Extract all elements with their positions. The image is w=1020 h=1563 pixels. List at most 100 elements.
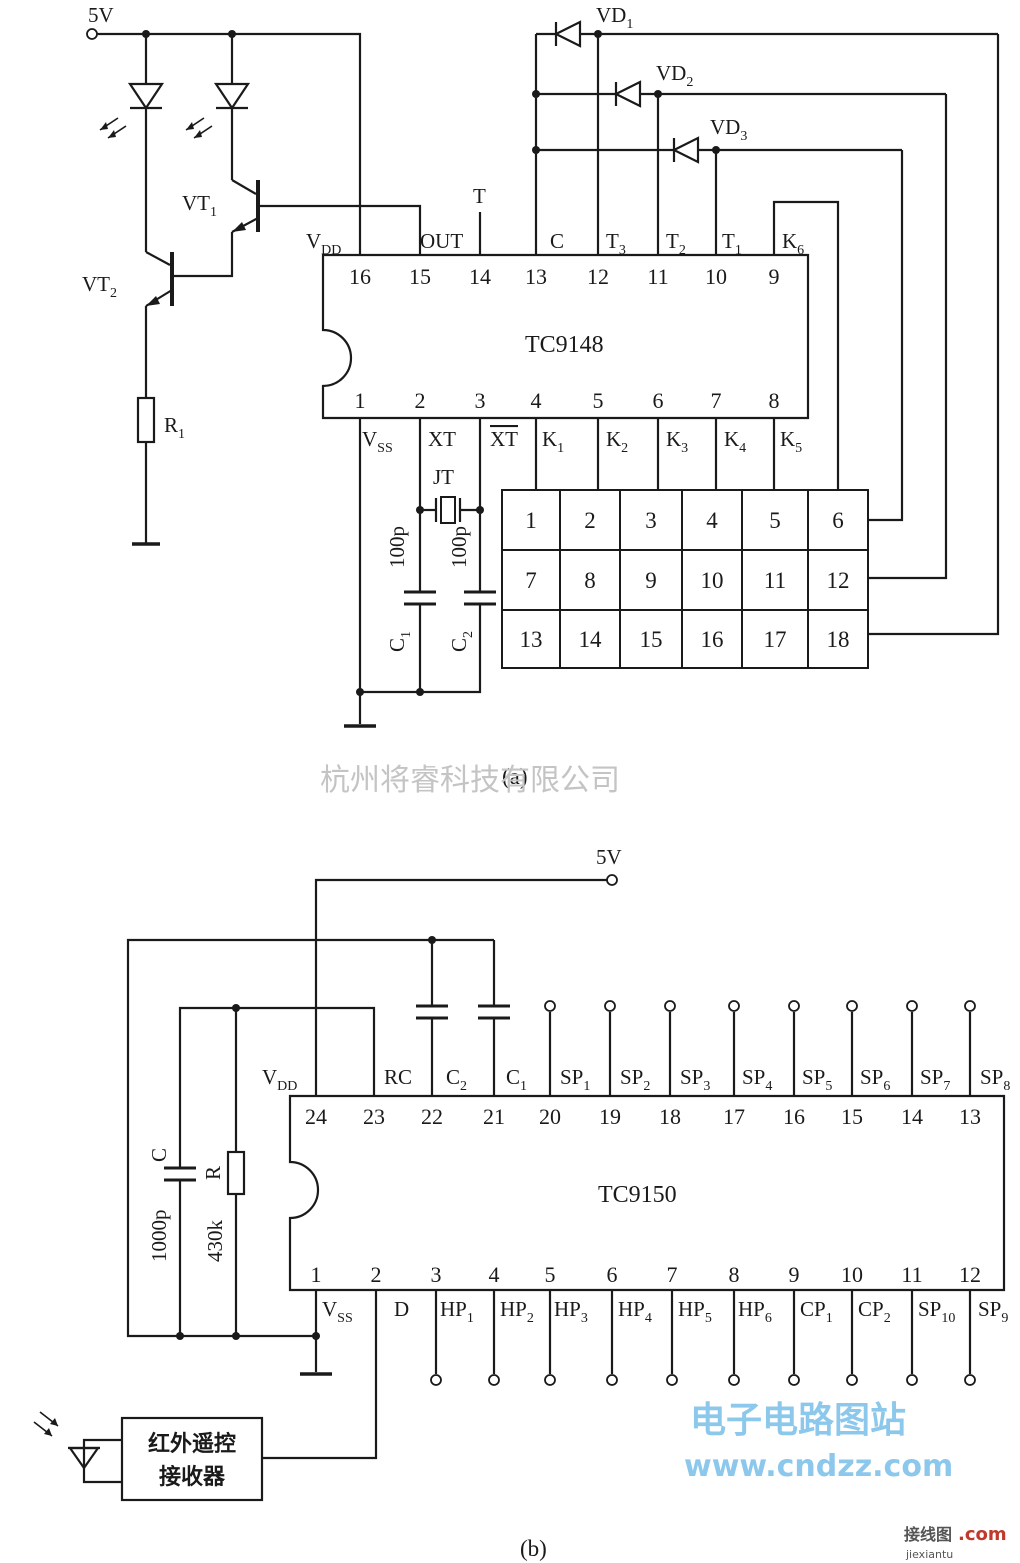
c-timing-label: C: [147, 1148, 171, 1162]
keypad-key: 6: [807, 489, 869, 551]
chip-a-pin-number: 4: [531, 388, 542, 413]
chip-a-top-pin-label: T2: [666, 229, 686, 258]
chip-b-top-pin-label: SP4: [742, 1065, 772, 1094]
chip-b-bottom-pin-label: SP9: [978, 1297, 1008, 1326]
chip-b-top-pin-label: SP1: [560, 1065, 590, 1094]
chip-b-pin-number: 24: [305, 1104, 327, 1129]
vd3-label: VD3: [710, 115, 747, 144]
led-2-icon: [185, 34, 251, 139]
figure-a: 5V VT2 R1: [82, 3, 1000, 789]
watermark-corner-url: jiexiantu: [905, 1548, 953, 1561]
chip-b-pin-number: 16: [783, 1104, 805, 1129]
supply-terminal-a: [86, 28, 98, 40]
watermark-site-url: www.cndzz.com: [684, 1449, 953, 1484]
chip-a-bottom-pin-label: K4: [724, 427, 746, 456]
keypad-key: 3: [619, 489, 683, 551]
output-terminal: [430, 1374, 442, 1386]
chip-b-pin-number: 1: [311, 1262, 322, 1287]
chip-b-top-pin-label: C2: [446, 1065, 467, 1094]
led-1-icon: [99, 34, 165, 139]
chip-a-bottom-pin-label: XT: [428, 427, 456, 451]
c2-value: 100p: [447, 526, 471, 568]
chip-a-top-pin-label: K6: [782, 229, 804, 258]
keypad-key: 2: [559, 489, 621, 551]
chip-a-pin-number: 3: [475, 388, 486, 413]
c-timing-capacitor-icon: [164, 1166, 196, 1336]
keypad-key-label: 9: [645, 568, 657, 593]
chip-b-top-pin-label: SP7: [920, 1065, 950, 1094]
chip-b-pin-number: 15: [841, 1104, 863, 1129]
keypad-key-label: 7: [525, 568, 537, 593]
r-timing-resistor-icon: [226, 1150, 246, 1196]
output-terminal: [488, 1374, 500, 1386]
keypad-key: 10: [681, 549, 743, 611]
vt1-label: VT1: [182, 191, 217, 220]
output-terminal: [846, 1374, 858, 1386]
c-timing-value: 1000p: [147, 1210, 171, 1263]
chip-b-pin-number: 13: [959, 1104, 981, 1129]
chip-b-top-pin-label: SP5: [802, 1065, 832, 1094]
keypad-key-label: 17: [764, 627, 787, 652]
chip-b-pin-number: 10: [841, 1262, 863, 1287]
c1-capacitor-icon: [404, 590, 436, 692]
output-terminal: [728, 1374, 740, 1386]
vd2-diode-icon: [536, 80, 946, 255]
output-terminal: [604, 1000, 616, 1012]
chip-a-pin-number: 1: [355, 388, 366, 413]
vt2-transistor-icon: [145, 232, 234, 307]
vd1-diode-icon: [536, 20, 998, 255]
output-terminal: [964, 1000, 976, 1012]
chip-b-pin-number: 8: [729, 1262, 740, 1287]
watermark-site-title: 电子电路图站: [690, 1400, 906, 1441]
r1-label: R1: [164, 413, 185, 442]
chip-a-bottom-pin-label: K3: [666, 427, 688, 456]
keypad-key-label: 18: [827, 627, 850, 652]
chip-a-bottom-pin-label: VSS: [362, 427, 393, 456]
keypad-key: 4: [681, 489, 743, 551]
chip-a-pin-number: 6: [653, 388, 664, 413]
chip-a-pin-number: 13: [525, 264, 547, 289]
vd1-label: VD1: [596, 3, 633, 32]
output-terminal: [544, 1374, 556, 1386]
tc9148-chip: [321, 253, 810, 420]
chip-b-bottom-pin-label: SP10: [918, 1297, 955, 1326]
keypad-key-label: 14: [579, 627, 603, 652]
chip-b-top-pin-label: VDD: [262, 1065, 297, 1094]
chip-b-top-pin-label: SP8: [980, 1065, 1010, 1094]
ir-receiver-box: [120, 1416, 264, 1502]
keypad-key-label: 3: [645, 508, 657, 533]
chip-b-pin-number: 23: [363, 1104, 385, 1129]
c2-capacitor-icon: [360, 590, 496, 694]
keypad-key-label: 4: [706, 508, 718, 533]
chip-a-bottom-pin-label: K2: [606, 427, 628, 456]
vdd-rail-a: [97, 32, 362, 255]
keypad-key-label: 12: [827, 568, 850, 593]
output-terminal: [788, 1000, 800, 1012]
chip-b-bottom-pin-label: HP6: [738, 1297, 772, 1326]
output-terminal: [788, 1374, 800, 1386]
chip-a-bottom-pin-label: K1: [542, 427, 564, 456]
chip-a-bottom-pin-label: K5: [780, 427, 802, 456]
keypad-key: 9: [619, 549, 683, 611]
chip-a-pin-number: 8: [769, 388, 780, 413]
supply-label-b: 5V: [596, 845, 622, 869]
vt2-label: VT2: [82, 272, 117, 301]
watermark-corner-logo: 接线图: [904, 1525, 952, 1544]
caption-a: (a): [502, 764, 528, 789]
supply-label-a: 5V: [88, 3, 114, 27]
keypad-key: 14: [559, 609, 621, 669]
chip-b-pin-number: 22: [421, 1104, 443, 1129]
c2-label: C2: [447, 631, 476, 652]
keypad-key: 18: [807, 609, 869, 669]
photodiode-icon: [33, 1411, 122, 1484]
chip-b-pin-number: 20: [539, 1104, 561, 1129]
chip-b-pin-number: 18: [659, 1104, 681, 1129]
chip-b-top-pin-label: C1: [506, 1065, 527, 1094]
caption-b: (b): [520, 1536, 547, 1561]
chip-b-pin-number: 19: [599, 1104, 621, 1129]
chip-a-top-pin-label: T1: [722, 229, 742, 258]
chip-b-bottom-pin-label: HP1: [440, 1297, 474, 1326]
chip-a-pin-number: 9: [769, 264, 780, 289]
keypad-key: 12: [807, 549, 869, 611]
